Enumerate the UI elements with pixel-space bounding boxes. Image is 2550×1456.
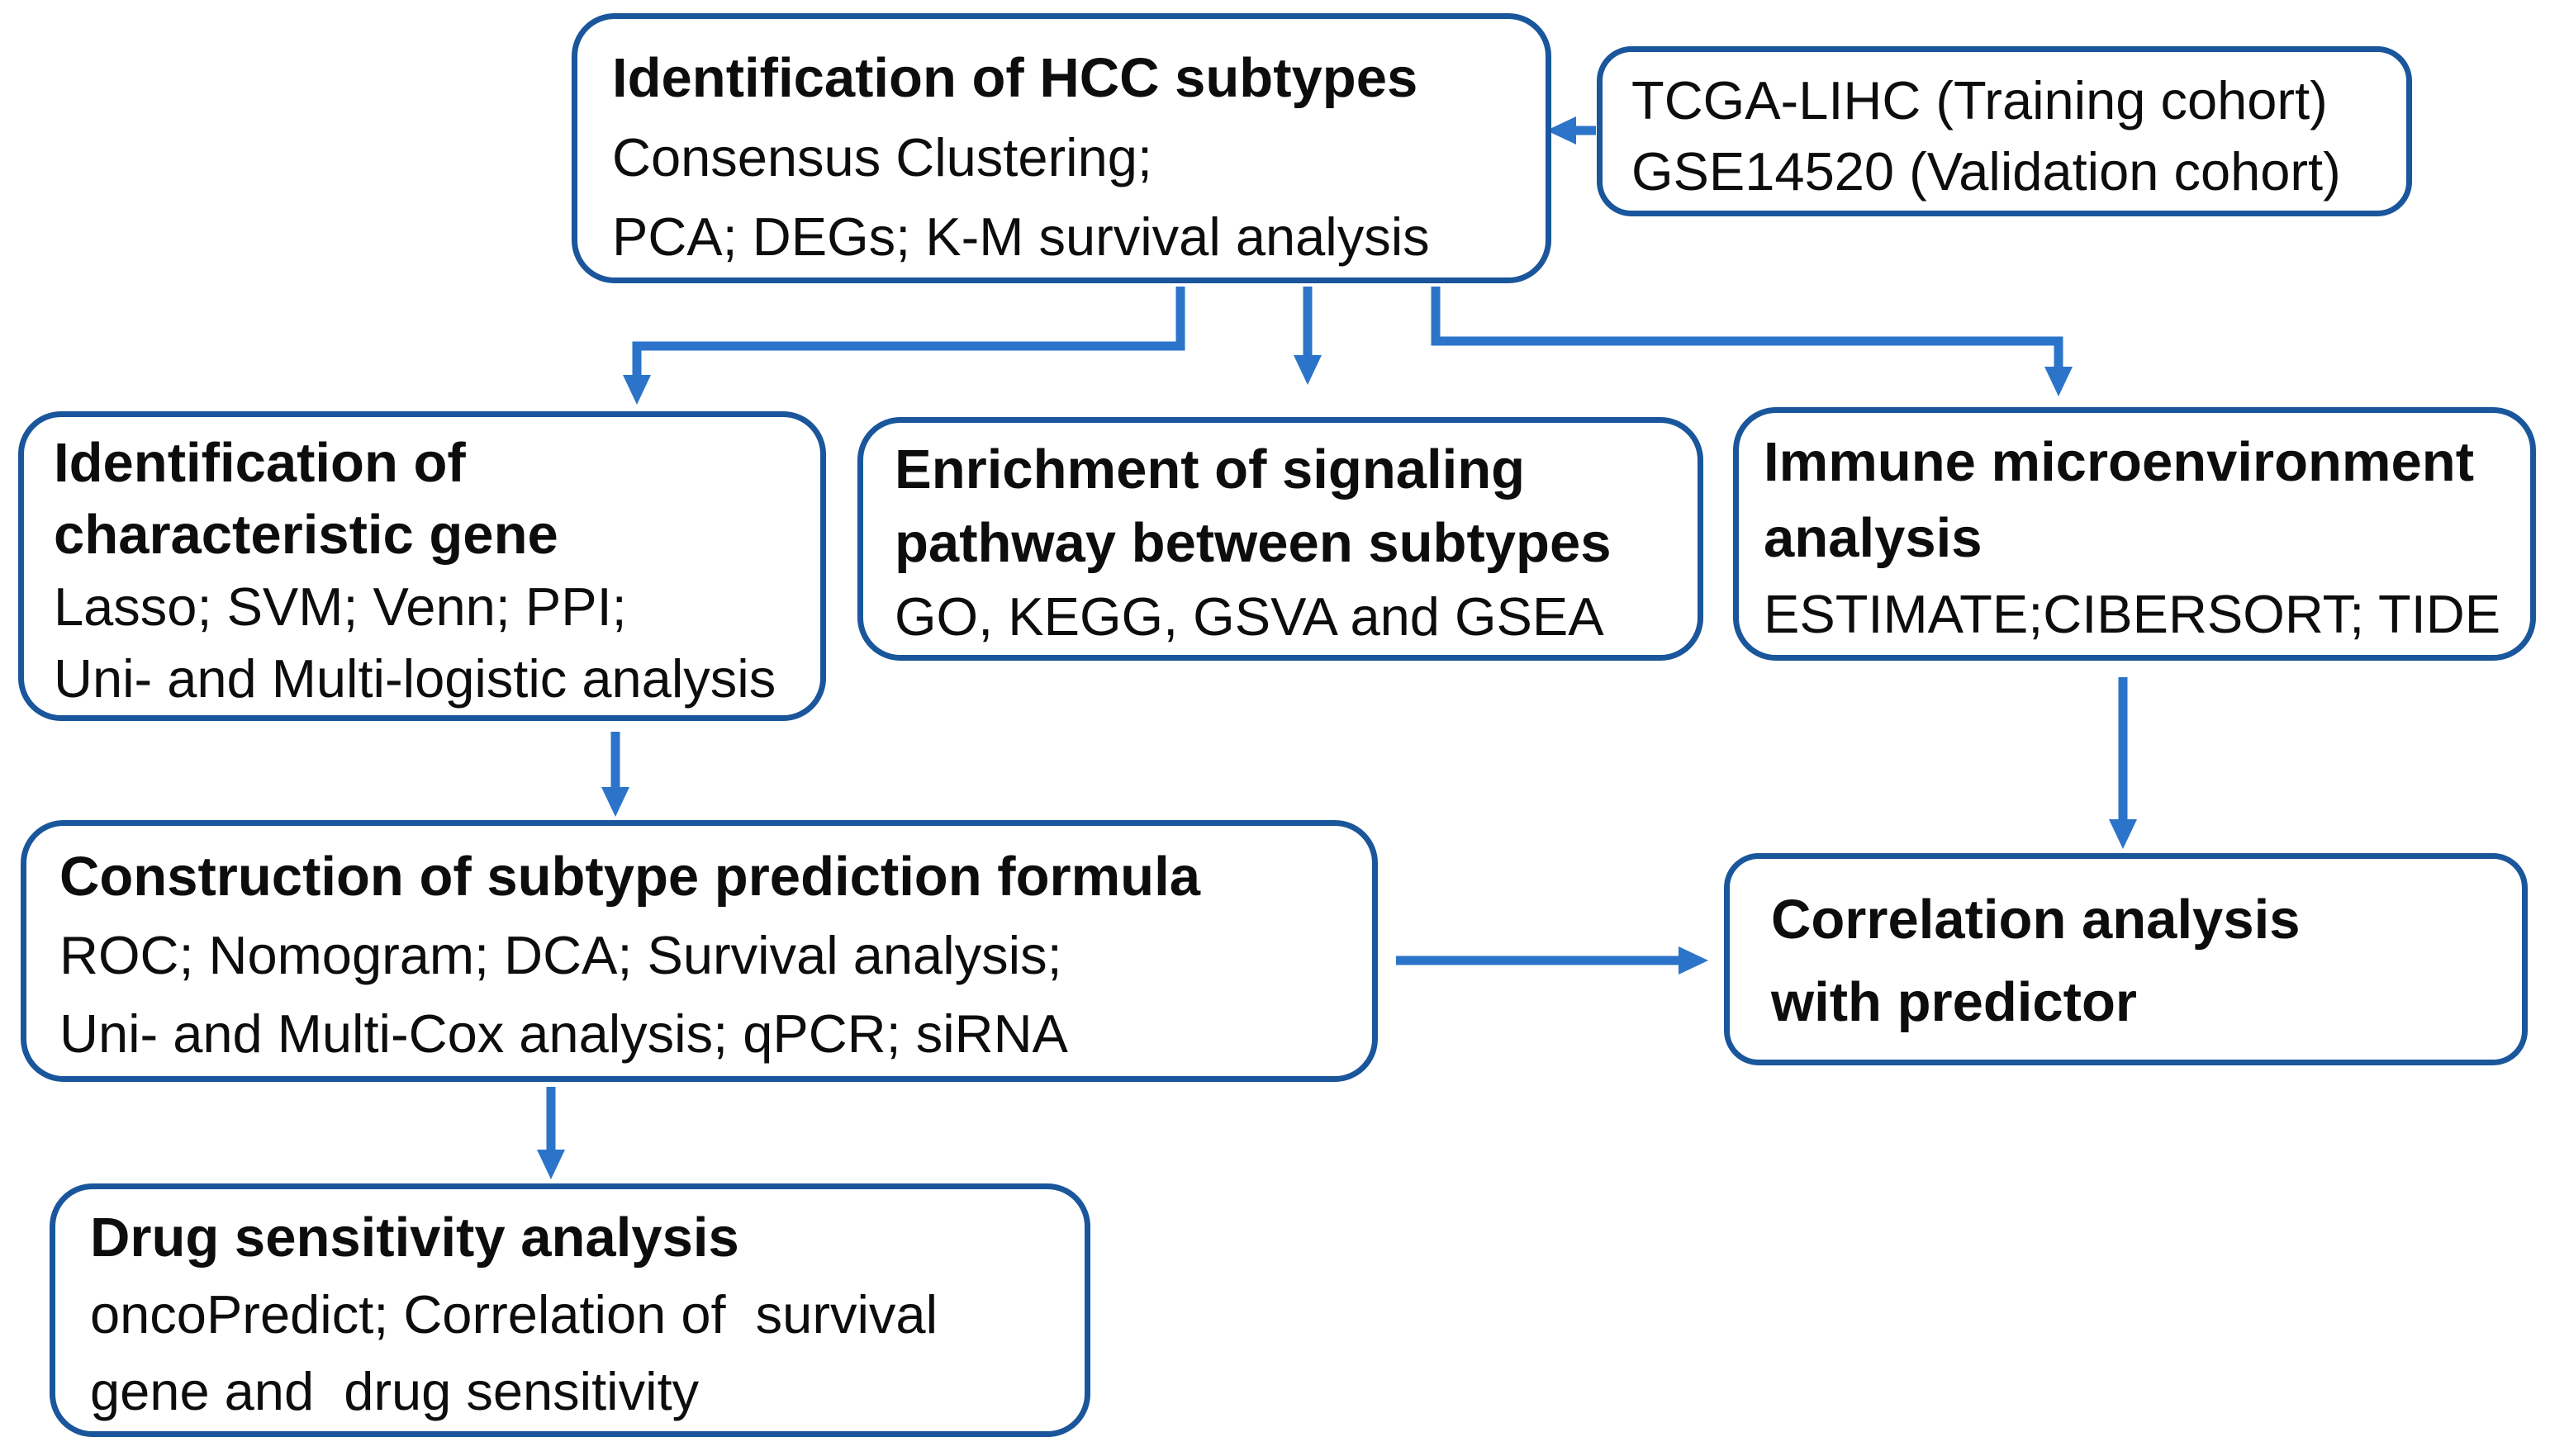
box-title: Identification of HCC subtypes bbox=[612, 47, 1418, 109]
box-body: TCGA-LIHC (Training cohort) GSE14520 (Va… bbox=[1631, 70, 2341, 202]
box-immune-microenvironment: Immune microenvironment analysis ESTIMAT… bbox=[1733, 407, 2536, 661]
arrow-hcc-to-enrichment bbox=[1294, 287, 1322, 385]
box-title: Immune microenvironment analysis bbox=[1764, 431, 2475, 569]
arrow-formula-to-drug bbox=[537, 1087, 565, 1179]
box-body: Consensus Clustering; PCA; DEGs; K-M sur… bbox=[612, 127, 1430, 267]
box-correlation-analysis: Correlation analysis with predictor bbox=[1724, 853, 2528, 1065]
box-identification-characteristic-gene: Identification of characteristic gene La… bbox=[18, 411, 826, 721]
box-title: Identification of characteristic gene bbox=[54, 432, 558, 566]
box-body: ROC; Nomogram; DCA; Survival analysis; U… bbox=[59, 925, 1068, 1064]
box-cohorts: TCGA-LIHC (Training cohort) GSE14520 (Va… bbox=[1597, 46, 2412, 216]
arrow-formula-to-correlation bbox=[1396, 946, 1708, 975]
box-body: ESTIMATE;CIBERSORT; TIDE bbox=[1764, 584, 2501, 644]
box-title: Enrichment of signaling pathway between … bbox=[895, 439, 1612, 574]
box-body: Lasso; SVM; Venn; PPI; Uni- and Multi-lo… bbox=[54, 576, 776, 709]
box-title: Construction of subtype prediction formu… bbox=[59, 846, 1200, 908]
box-body: GO, KEGG, GSVA and GSEA bbox=[895, 586, 1604, 647]
arrow-gene-to-formula bbox=[601, 732, 629, 817]
arrow-hcc-to-characteristic-gene bbox=[623, 287, 1185, 405]
box-drug-sensitivity: Drug sensitivity analysis oncoPredict; C… bbox=[50, 1183, 1090, 1437]
box-body: oncoPredict; Correlation of survival gen… bbox=[90, 1284, 938, 1421]
arrow-cohorts-to-hcc bbox=[1546, 116, 1596, 145]
box-title: Correlation analysis with predictor bbox=[1771, 889, 2301, 1033]
box-title: Drug sensitivity analysis bbox=[90, 1207, 739, 1269]
arrow-hcc-to-immune bbox=[1431, 287, 2073, 396]
box-enrichment-signaling-pathway: Enrichment of signaling pathway between … bbox=[857, 417, 1703, 661]
box-identification-hcc-subtypes: Identification of HCC subtypes Consensus… bbox=[572, 13, 1551, 283]
arrow-immune-to-correlation bbox=[2109, 677, 2137, 849]
box-subtype-prediction-formula: Construction of subtype prediction formu… bbox=[21, 820, 1378, 1082]
